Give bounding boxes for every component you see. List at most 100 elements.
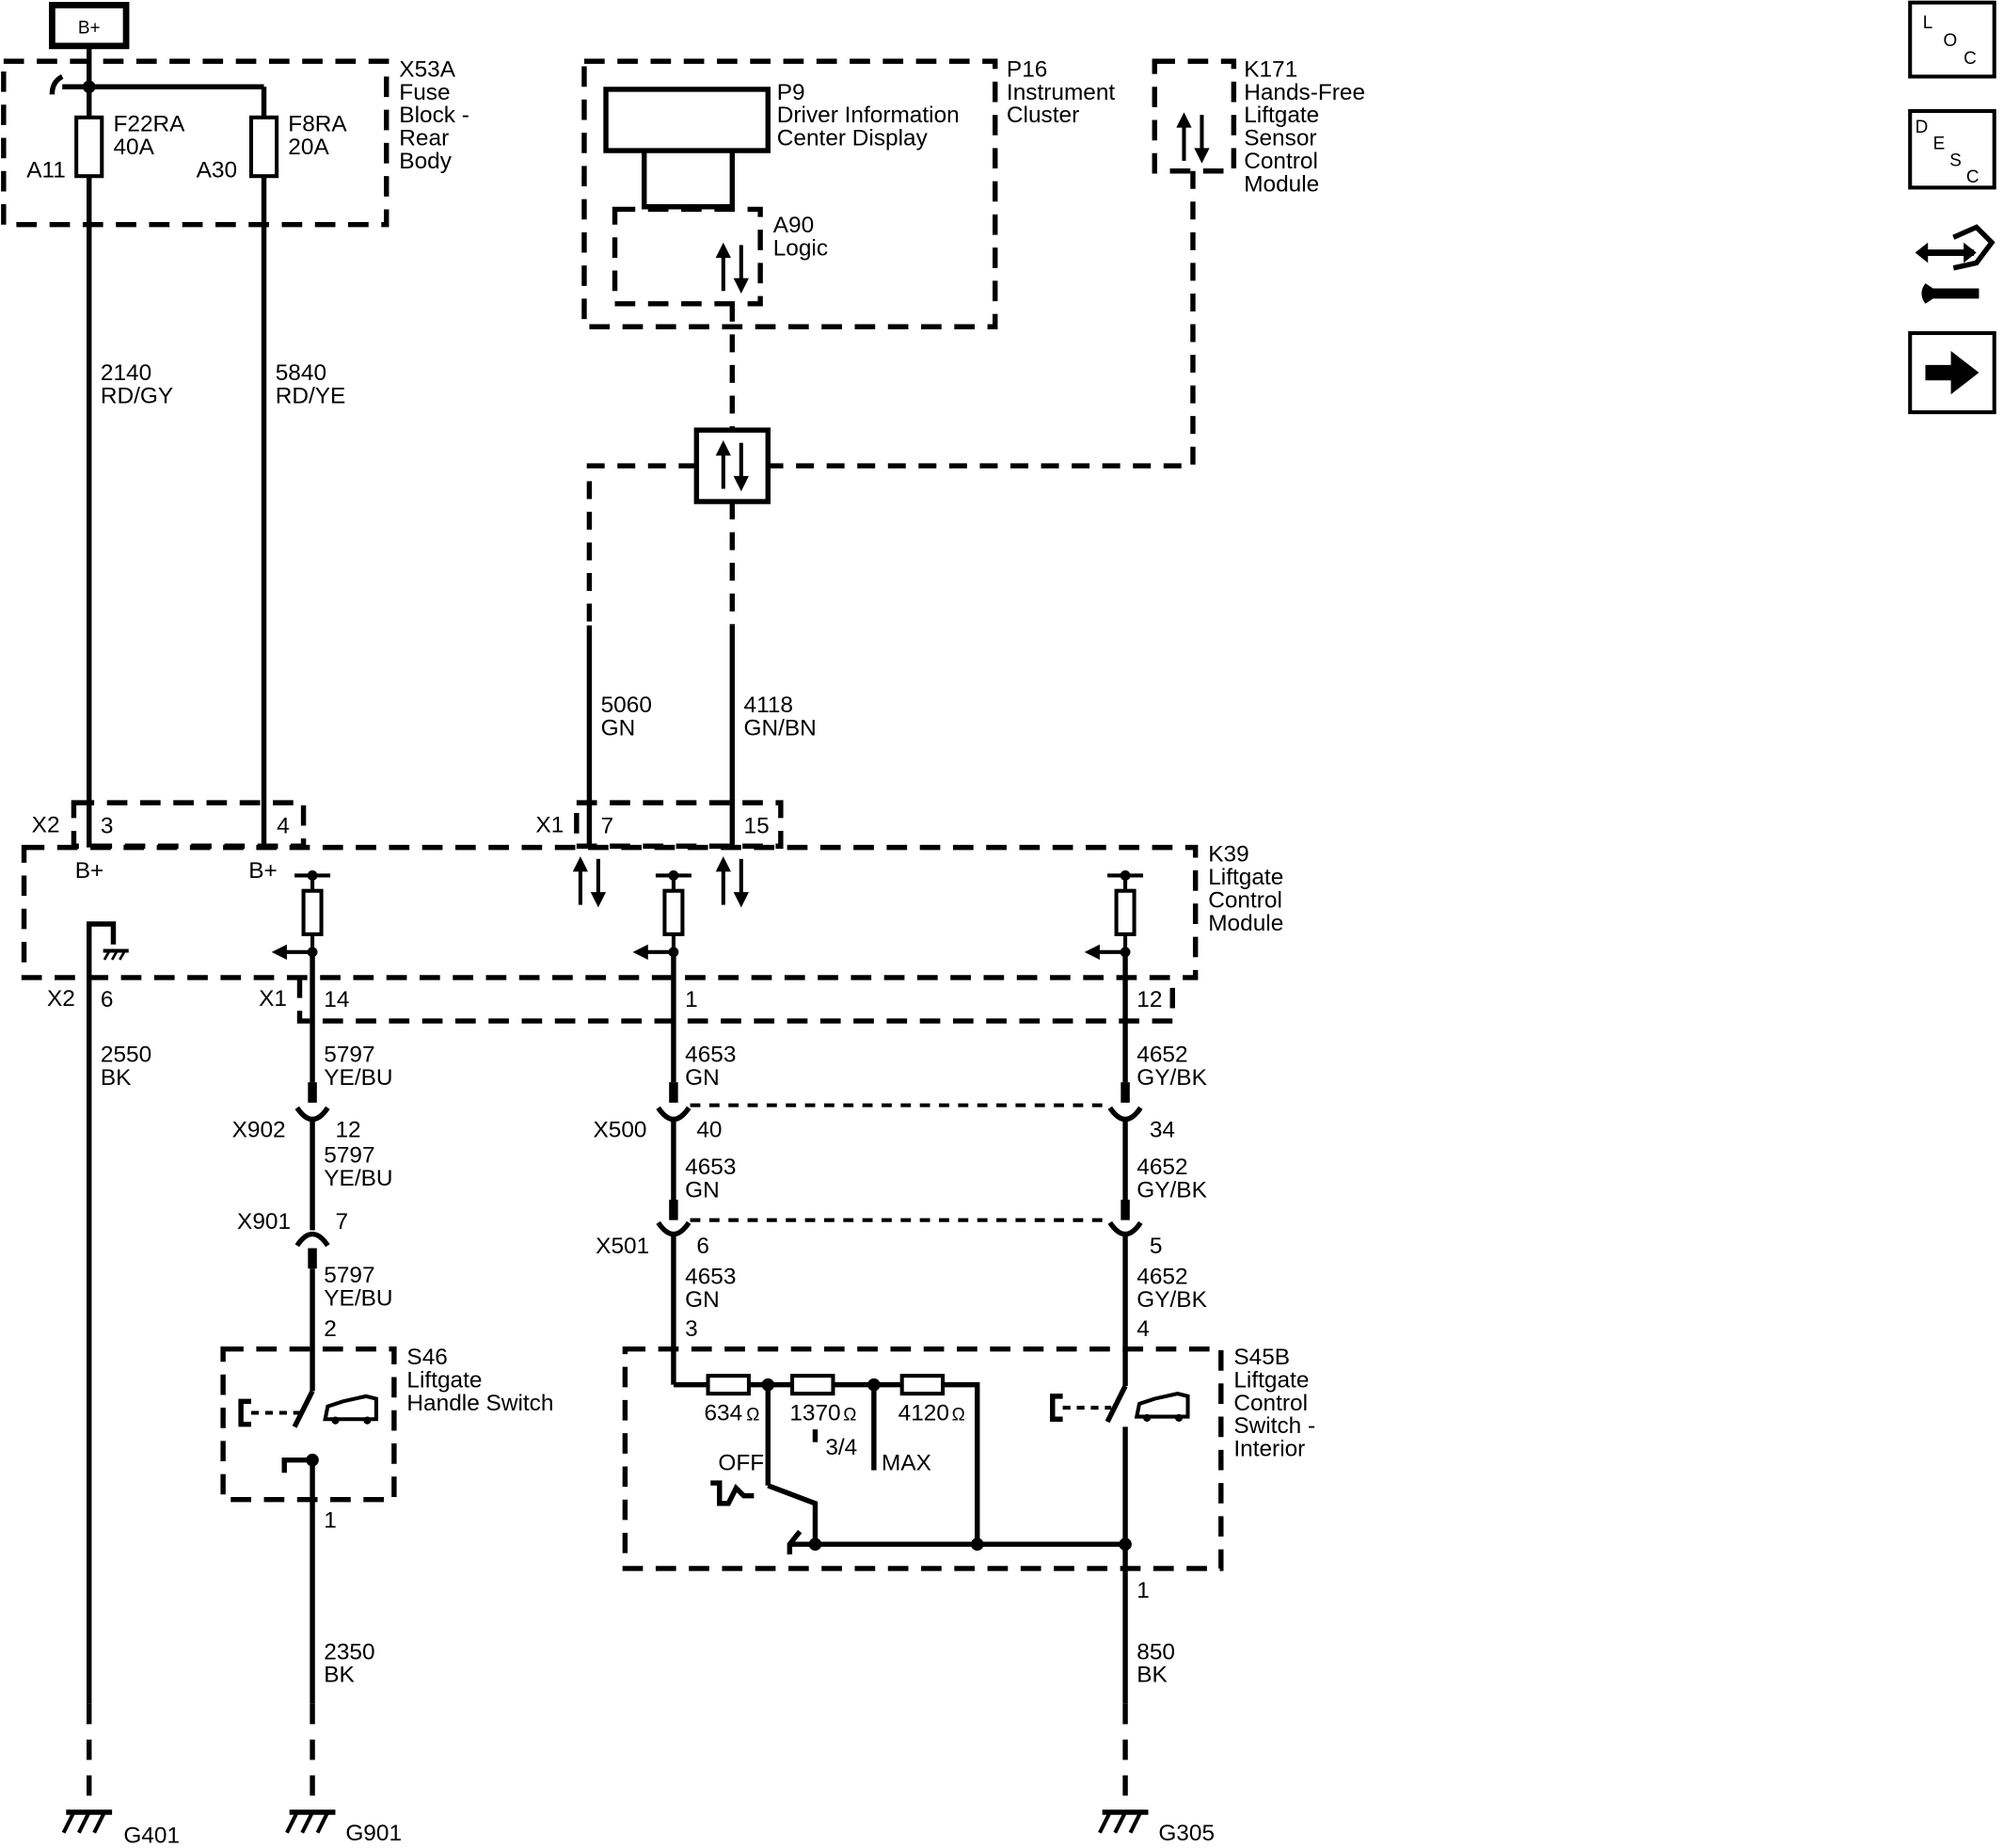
ground-g901-icon [287,1812,336,1833]
resistor-634-value: 634 [704,1401,742,1426]
pin-s45-1: 1 [1137,1578,1150,1603]
wire-4652-a-color: GY/BK [1137,1065,1207,1091]
wire-2550-circuit: 2550 [101,1042,151,1067]
interior-switch-box [622,1346,1224,1571]
pin-x1-1: 1 [685,987,698,1012]
loc-button[interactable]: L O C [1908,0,1996,79]
vehicle-liftgate-icon [323,1394,378,1425]
pin-x2-6: 6 [101,987,114,1012]
fuse-f22ra [74,115,104,179]
pin-x501-5: 5 [1150,1234,1163,1259]
sensor-module-label: K171 Hands-Free Liftgate Sensor Control … [1244,56,1365,197]
sensor-data-arrow-icon [1176,112,1209,163]
wire-850-circuit: 850 [1137,1639,1175,1665]
loc-letter-c: C [1963,49,1977,69]
svg-text:X53A: X53A [399,56,455,82]
wire-4652-c-color: GY/BK [1137,1287,1207,1313]
connector-x1-bottom-label: X1 [259,986,287,1012]
svg-text:Liftgate: Liftgate [1244,103,1319,128]
fuse-f22ra-rating: 40A [113,135,154,160]
desc-letter-e: E [1933,135,1946,154]
resistor-4120-value: 4120 [898,1401,949,1426]
resistor-634-unit: Ω [746,1406,759,1426]
desc-letter-c: C [1966,167,1979,187]
svg-text:Control: Control [1233,1391,1308,1416]
k39-bplus-1: B+ [75,858,104,884]
connector-x500-label: X500 [593,1118,646,1143]
wire-5797-a-circuit: 5797 [324,1042,374,1067]
svg-text:Body: Body [399,149,452,174]
handle-switch-box [220,1346,397,1503]
handle-switch-label: S46 Liftgate Handle Switch [406,1345,553,1416]
desc-button[interactable]: D E S C [1908,108,1996,190]
loc-letter-l: L [1923,13,1933,33]
logic-data-arrow-icon [716,243,749,294]
driver-info-display [603,87,771,153]
power-source: B+ [48,2,130,50]
wire-5840-circuit: 5840 [276,360,326,386]
svg-text:S45B: S45B [1233,1345,1290,1370]
fuse-block-box [1,58,389,228]
connector-x1-bottom [296,977,1175,1024]
ground-g305-icon [1100,1812,1149,1833]
wire-4652-b-color: GY/BK [1137,1177,1207,1203]
instrument-cluster-label: P16 Instrument Cluster [1007,56,1116,128]
driver-info-display-label: P9 Driver Information Center Display [777,80,960,151]
svg-text:Cluster: Cluster [1007,103,1079,128]
wire-2350-color: BK [324,1663,355,1688]
connector-x902-icon [294,1106,330,1123]
wire-4653-a-color: GN [685,1065,720,1091]
k39-input-circuit-1-icon [633,870,692,960]
handle-switch-ground-contact [281,1457,313,1474]
wire-4118-circuit: 4118 [744,693,793,718]
pin-s46-1: 1 [324,1508,337,1534]
pin-x2-4: 4 [277,814,290,839]
rotary-wiper [767,1483,819,1545]
svg-text:Rear: Rear [399,126,449,151]
resistor-1370-value: 1370 [789,1401,840,1426]
position-three-quarter-label: 3/4 [825,1435,857,1460]
connector-x501-label: X501 [596,1234,649,1259]
sensor-module-box [1152,58,1237,174]
svg-text:Module: Module [1244,171,1319,197]
next-page-button[interactable] [1908,330,1996,415]
logic-box [612,206,763,307]
svg-text:Handle Switch: Handle Switch [406,1391,553,1416]
ground-g901-label: G901 [345,1821,402,1846]
wire-4653-b-color: GN [685,1177,720,1203]
svg-text:Center Display: Center Display [777,126,929,151]
svg-text:P16: P16 [1007,56,1047,82]
pin-x500-34: 34 [1150,1118,1175,1143]
pin-s45-4: 4 [1137,1316,1150,1342]
connector-x901-icon [294,1231,330,1248]
wire-2550-color: BK [101,1065,132,1091]
svg-text:P9: P9 [777,80,805,105]
k39-internal-ground [86,921,117,978]
ground-g305-label: G305 [1158,1821,1215,1846]
ground-g401-icon [64,1812,113,1833]
logic-name: Logic [773,235,828,261]
service-tools-icon[interactable] [1915,224,1995,304]
arrow-right-icon [1925,350,1979,395]
connector-x2-label: X2 [32,812,60,837]
connector-x901-label: X901 [237,1209,291,1235]
svg-text:Hands-Free: Hands-Free [1244,80,1365,105]
wire-5060-circuit: 5060 [601,693,652,718]
wire-4653-c-circuit: 4653 [685,1264,736,1289]
fuse-f8ra-rating: 20A [288,135,329,160]
svg-text:Module: Module [1208,911,1283,936]
svg-text:Fuse: Fuse [399,80,450,105]
svg-text:S46: S46 [406,1345,447,1370]
interior-switch-contact [1105,1384,1128,1424]
wire-2140-color: RD/GY [101,384,173,409]
pin-x500-40: 40 [696,1118,722,1143]
k39-data-arrow-1-icon [573,856,606,907]
svg-text:Driver Information: Driver Information [777,103,960,128]
fuse-f8ra-id: F8RA [288,112,347,137]
wire-4652-b-circuit: 4652 [1137,1155,1187,1180]
svg-text:Instrument: Instrument [1007,80,1116,105]
resistor-1370-unit: Ω [843,1406,856,1426]
chassis-ground-icon [103,948,129,961]
pin-x2-3: 3 [101,814,114,839]
ground-g401-label: G401 [123,1824,180,1848]
